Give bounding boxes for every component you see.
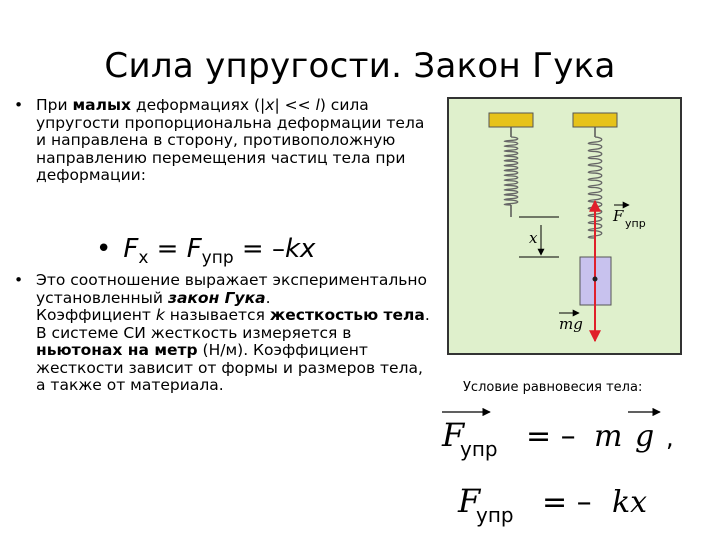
formula-eq2: = – [233, 234, 285, 264]
eq2-f: F [457, 482, 482, 520]
hooke-formula: • Fx = Fупр = –kx [96, 234, 315, 273]
p2-text-6: (Н/м). Коэффициент жесткости зависит от … [36, 341, 423, 394]
slide-title: Сила упругости. Закон Гука [104, 46, 616, 86]
paragraph-hooke-intro: • При малых деформациях (|x| << l) сила … [14, 96, 434, 185]
p1-text-2: деформациях (| [131, 96, 266, 114]
formula-sub-x: x [138, 248, 149, 268]
formula-f2: F [186, 234, 202, 264]
spring-diagram: x F упр mg [447, 97, 682, 355]
formula-f: F [123, 234, 139, 264]
bullet: • [96, 234, 112, 264]
equilibrium-caption: Условие равновесия тела: [463, 380, 643, 395]
spring-diagram-svg: x F упр mg [488, 112, 646, 343]
p1-text-3: | << [274, 96, 316, 114]
p1-text-1: При [36, 96, 73, 114]
mount-right [572, 112, 618, 128]
equilibrium-equations: F упр = – m g , F упр = – kx [441, 407, 674, 527]
bullet: • [14, 96, 24, 114]
eq1-comma: , [666, 424, 674, 452]
eq2-kx: kx [612, 485, 647, 520]
eq1-f: F [441, 416, 466, 454]
p1-bold-small: малых [72, 96, 132, 114]
p2-text-1: Это соотношение выражает экспериментальн… [36, 271, 427, 307]
p2-text-5: . В системе СИ жесткость измеряется в [36, 306, 430, 342]
formula-sub-upr: упр [201, 248, 234, 268]
p2-stiffness: жесткостью тела [269, 306, 425, 324]
eq2-sub: упр [476, 503, 514, 527]
paragraph-hooke-law: • Это соотношение выражает экспериментал… [14, 271, 434, 395]
eq1-sub: упр [460, 437, 498, 461]
p1-text-4: ) сила упругости пропорциональна деформа… [36, 96, 425, 184]
p1-var-l: l [315, 96, 320, 114]
eq1-sign: = – [526, 419, 576, 454]
label-mg: mg [559, 315, 583, 333]
label-f: F [612, 207, 624, 225]
p2-text-4: называется [164, 306, 270, 324]
p2-text-3: Коэффициент [36, 306, 156, 324]
bullet: • [14, 271, 24, 289]
label-x: x [529, 229, 538, 247]
mount-left [488, 112, 534, 128]
formula-kx: kx [284, 234, 316, 264]
p2-var-k: k [155, 306, 165, 324]
eq2-sign: = – [542, 485, 592, 520]
eq1-g: g [635, 419, 654, 454]
formula-eq1: = [148, 234, 187, 264]
eq1-m: m [594, 419, 622, 454]
p1-var-x: x [265, 96, 275, 114]
p2-text-2: . [265, 288, 271, 307]
label-f-sub: упр [625, 217, 646, 230]
p2-hooke-law: закон Гука [167, 288, 266, 307]
spring-relaxed [503, 136, 519, 206]
spring-stretched [587, 136, 603, 239]
p2-newton-per-meter: ньютонах на метр [36, 341, 198, 359]
